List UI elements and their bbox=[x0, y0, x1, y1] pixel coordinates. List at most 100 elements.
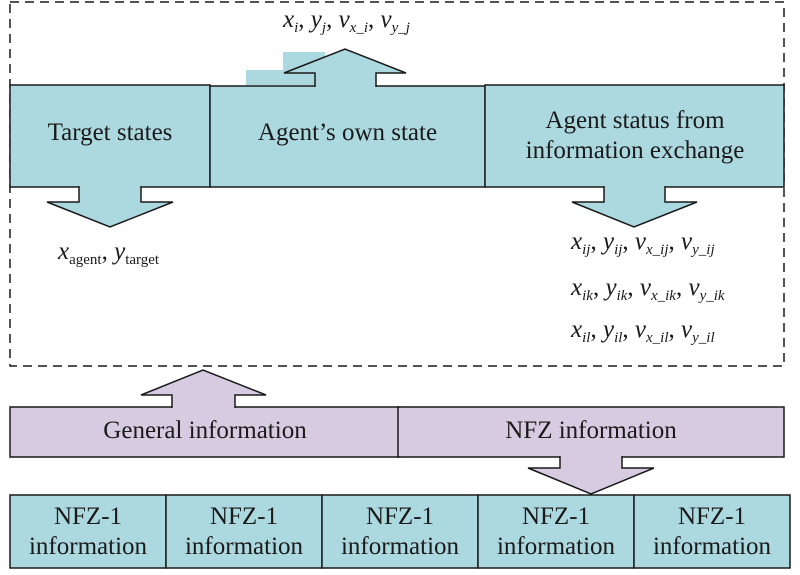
math-base: x bbox=[571, 274, 583, 301]
math-term: vx_ik bbox=[639, 274, 676, 304]
math-separator: , bbox=[298, 6, 311, 33]
nfz-label-line1: NFZ-1 bbox=[677, 503, 747, 530]
general-info-up-arrow bbox=[140, 369, 267, 408]
math-base: x bbox=[283, 6, 295, 33]
own-state-vars: xi, yj, vx_i, vy_j bbox=[283, 6, 410, 37]
math-term: vx_i bbox=[338, 6, 368, 36]
math-base: v bbox=[338, 6, 350, 33]
math-separator: , bbox=[675, 274, 689, 301]
nfz-box bbox=[477, 494, 635, 569]
nfz-label: NFZ-1 information bbox=[10, 497, 166, 567]
math-term: yj bbox=[310, 6, 327, 36]
math-separator: , bbox=[326, 6, 339, 33]
math-base: y bbox=[310, 6, 322, 33]
exchange-vars-row: xil, yil, vx_il, vy_il bbox=[571, 316, 715, 347]
math-base: x bbox=[571, 316, 583, 343]
nfz-label-line1: NFZ-1 bbox=[365, 503, 435, 530]
math-subscript: i bbox=[294, 20, 299, 36]
math-subscript: il bbox=[614, 330, 623, 346]
math-subscript: x_i bbox=[349, 20, 368, 36]
math-subscript: target bbox=[125, 252, 160, 268]
nfz-box bbox=[633, 494, 791, 569]
nfz-information-label: NFZ information bbox=[505, 417, 677, 444]
math-base: y bbox=[605, 274, 617, 301]
math-subscript: il bbox=[582, 330, 591, 346]
math-term: vx_ij bbox=[634, 228, 669, 258]
math-term: yij bbox=[602, 228, 623, 258]
nfz-label-line2: information bbox=[28, 533, 148, 560]
math-base: v bbox=[681, 316, 693, 343]
math-separator: , bbox=[627, 274, 640, 301]
target-down-arrow bbox=[46, 186, 174, 228]
math-base: v bbox=[380, 6, 392, 33]
math-base: y bbox=[114, 238, 126, 265]
nfz-label-line2: information bbox=[184, 533, 304, 560]
math-term: ytarget bbox=[114, 238, 160, 268]
math-subscript: y_j bbox=[391, 20, 410, 36]
nfz-label: NFZ-1 information bbox=[322, 497, 478, 567]
math-separator: , bbox=[592, 274, 606, 301]
math-base: v bbox=[634, 316, 647, 343]
math-subscript: y_ik bbox=[699, 288, 725, 304]
math-subscript: y_ij bbox=[692, 242, 715, 258]
math-base: v bbox=[639, 274, 651, 301]
math-base: y bbox=[602, 316, 615, 343]
nfz-label: NFZ-1 information bbox=[634, 497, 790, 567]
math-separator: , bbox=[668, 228, 682, 255]
own-state-up-arrow-shape bbox=[283, 48, 407, 87]
general-information-label: General information bbox=[103, 417, 307, 444]
math-term: vy_il bbox=[681, 316, 715, 346]
math-term: xagent bbox=[58, 238, 102, 268]
math-term: xi bbox=[283, 6, 299, 36]
nfz-label: NFZ-1 information bbox=[478, 497, 634, 567]
math-subscript: j bbox=[321, 20, 327, 36]
nfz-label: NFZ-1 information bbox=[166, 497, 322, 567]
math-separator: , bbox=[622, 316, 635, 343]
general-information-box bbox=[9, 406, 401, 458]
math-term: vy_j bbox=[380, 6, 410, 36]
math-subscript: ij bbox=[614, 242, 623, 258]
math-base: y bbox=[602, 228, 615, 255]
nfz-boxes bbox=[9, 494, 791, 569]
agent-own-state-label: Agent’s own state bbox=[257, 118, 438, 146]
math-term: vy_ij bbox=[681, 228, 715, 258]
math-subscript: ij bbox=[582, 242, 591, 258]
exchange-vars-row: xij, yij, vx_ij, vy_ij bbox=[571, 228, 715, 259]
math-subscript: ik bbox=[616, 288, 628, 304]
math-subscript: x_ik bbox=[650, 288, 676, 304]
nfz-information-box bbox=[397, 406, 785, 458]
math-separator: , bbox=[622, 228, 635, 255]
target-states-label: Target states bbox=[47, 118, 173, 146]
math-subscript: x_il bbox=[646, 330, 669, 346]
math-subscript: x_ij bbox=[646, 242, 669, 258]
math-separator: , bbox=[368, 6, 381, 33]
math-subscript: y_il bbox=[692, 330, 715, 346]
math-term: xij bbox=[571, 228, 591, 258]
math-separator: , bbox=[590, 316, 603, 343]
nfz-label-line1: NFZ-1 bbox=[209, 503, 279, 530]
math-subscript: ik bbox=[582, 288, 593, 304]
math-term: yik bbox=[605, 274, 628, 304]
agent-exchange-label: Agent status from information exchange bbox=[525, 107, 745, 164]
math-term: vy_ik bbox=[688, 274, 725, 304]
target-vars: xagent, ytarget bbox=[58, 238, 159, 269]
agent-own-state-box bbox=[209, 85, 486, 188]
nfz-info-down-arrow bbox=[527, 456, 655, 495]
math-separator: , bbox=[590, 228, 603, 255]
agent-exchange-box bbox=[484, 84, 785, 188]
math-separator: , bbox=[101, 238, 115, 265]
math-base: v bbox=[681, 228, 693, 255]
math-term: yil bbox=[602, 316, 623, 346]
nfz-box bbox=[165, 494, 323, 569]
math-base: x bbox=[571, 228, 583, 255]
nfz-label-line1: NFZ-1 bbox=[521, 503, 591, 530]
nfz-label-line2: information bbox=[652, 533, 772, 560]
math-term: xik bbox=[571, 274, 593, 304]
math-term: xil bbox=[571, 316, 591, 346]
exchange-vars-row: xik, yik, vx_ik, vy_ik bbox=[571, 274, 725, 305]
math-base: v bbox=[634, 228, 647, 255]
exchange-down-arrow bbox=[571, 186, 698, 228]
math-base: v bbox=[688, 274, 700, 301]
nfz-label-line1: NFZ-1 bbox=[53, 503, 123, 530]
